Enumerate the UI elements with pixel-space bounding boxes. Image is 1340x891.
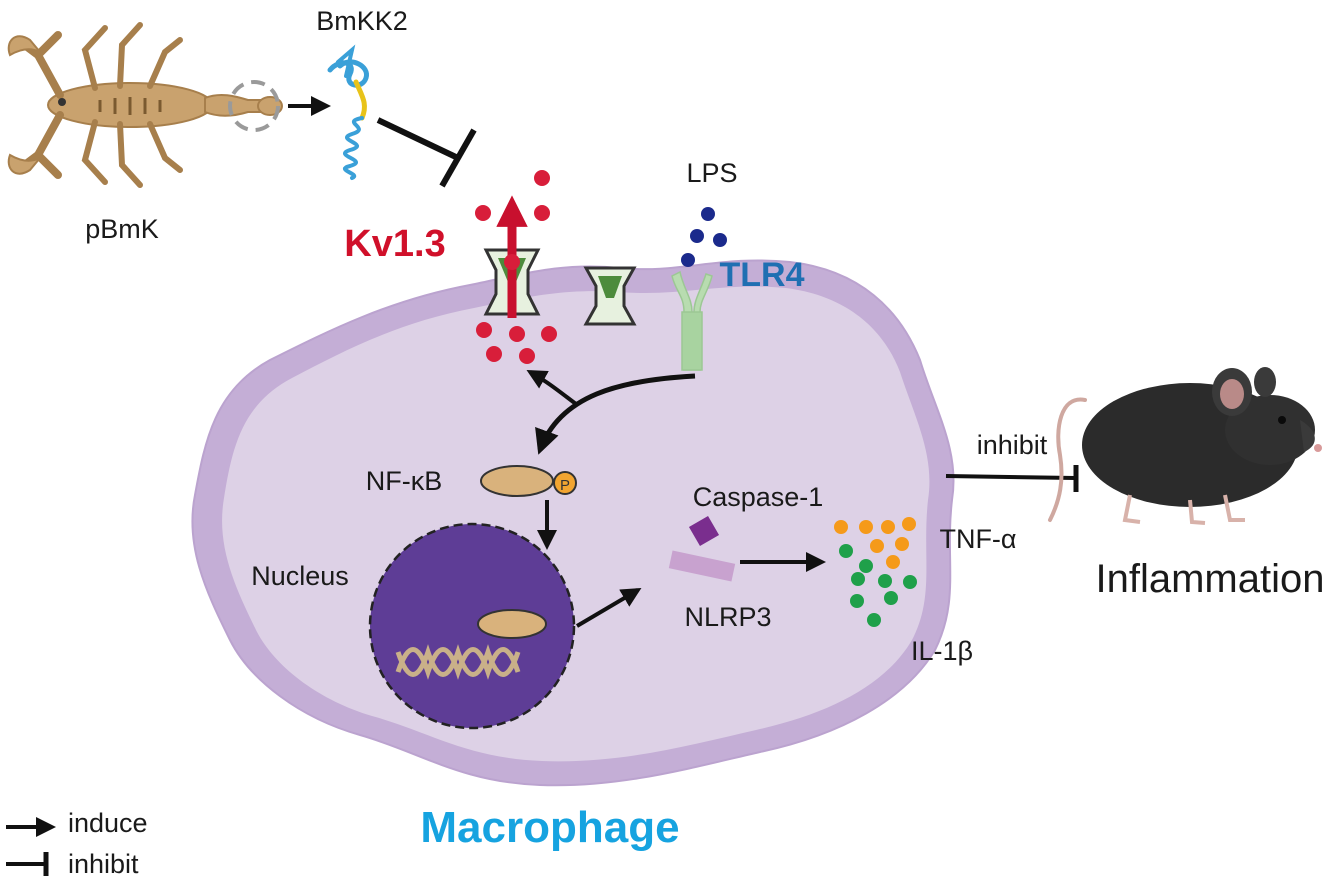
inhibit-line-inflammation	[945, 474, 1076, 480]
legend: induce inhibit	[6, 808, 148, 879]
tnf-label: TNF-α	[939, 524, 1016, 554]
toxin-structure-icon	[327, 44, 369, 180]
legend-induce-label: induce	[68, 808, 148, 838]
ion-channel-icon	[583, 266, 637, 326]
phosphate-badge	[553, 471, 577, 495]
arrow-nucleus-to-nlrp3	[575, 587, 642, 628]
nfkb-in-nucleus	[477, 609, 547, 639]
bmkk2-label: BmKK2	[316, 6, 408, 36]
lps-label: LPS	[686, 158, 737, 188]
inhibit-arrow-label: inhibit	[977, 430, 1048, 460]
inflammation-label: Inflammation	[1096, 557, 1325, 601]
lps-molecules	[681, 207, 727, 267]
potassium-ions	[475, 170, 557, 364]
dna-icon	[395, 644, 521, 680]
arrow-tlr4-to-kv13	[526, 370, 578, 406]
nfkb-label: NF-κB	[366, 466, 443, 496]
kv13-label: Kv1.3	[344, 223, 445, 265]
nlrp3-label: NLRP3	[684, 602, 771, 632]
tlr4-receptor-icon	[671, 270, 713, 371]
caspase-icon	[688, 515, 720, 547]
il1b-label: IL-1β	[911, 636, 973, 666]
inhibit-bar-toxin	[439, 128, 477, 188]
pbmk-label: pBmK	[85, 214, 159, 244]
caspase-label: Caspase-1	[693, 482, 824, 512]
scorpion-icon	[7, 22, 283, 188]
macrophage-label: Macrophage	[420, 803, 679, 852]
legend-inhibit-label: inhibit	[68, 849, 139, 879]
nucleus-label: Nucleus	[251, 561, 349, 591]
mouse-icon	[1048, 367, 1322, 525]
nucleus	[368, 522, 576, 730]
nfkb-protein	[480, 465, 554, 497]
tnf-molecules	[834, 517, 916, 569]
venom-gland-highlight	[228, 80, 280, 132]
phosphate-label: P	[560, 477, 570, 494]
tlr4-label: TLR4	[720, 256, 805, 294]
nlrp3-icon	[668, 550, 736, 582]
il1b-molecules	[839, 544, 917, 627]
inhibit-line-toxin	[376, 117, 460, 161]
arrow-tlr4-to-nfkb	[535, 373, 696, 455]
